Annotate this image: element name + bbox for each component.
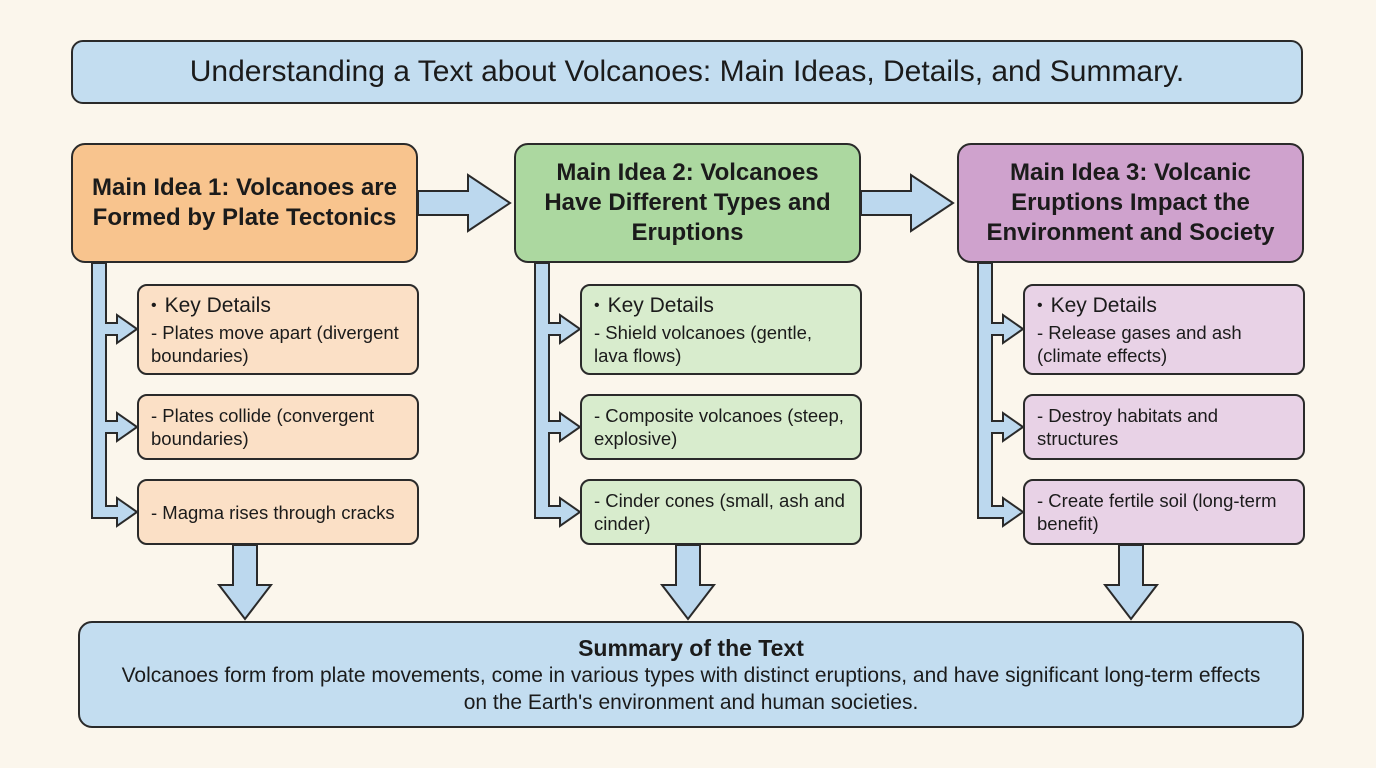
detail-connector-3: [977, 262, 1025, 528]
detail-text: - Create fertile soil (long-term benefit…: [1037, 490, 1277, 534]
main-idea-2-box: Main Idea 2: Volcanoes Have Different Ty…: [514, 143, 861, 263]
detail-box-3-1: •Key Details - Release gases and ash (cl…: [1023, 284, 1305, 375]
detail-box-2-1: •Key Details - Shield volcanoes (gentle,…: [580, 284, 862, 375]
detail-text: - Shield volcanoes (gentle, lava flows): [594, 321, 813, 366]
bullet-icon: •: [1037, 296, 1043, 314]
horizontal-arrow-2: [860, 173, 955, 233]
bullet-icon: •: [151, 296, 157, 314]
bullet-icon: •: [594, 296, 600, 314]
detail-text: - Composite volcanoes (steep, explosive): [594, 405, 844, 449]
summary-box: Summary of the Text Volcanoes form from …: [78, 621, 1304, 728]
summary-text: Volcanoes form from plate movements, com…: [121, 663, 1261, 714]
summary-title: Summary of the Text: [578, 634, 804, 661]
detail-box-1-1: •Key Details - Plates move apart (diverg…: [137, 284, 419, 375]
detail-box-2-3: - Cinder cones (small, ash and cinder): [580, 479, 862, 545]
detail-text: - Cinder cones (small, ash and cinder): [594, 490, 845, 534]
down-arrow-1: [216, 544, 274, 621]
key-details-heading: •Key Details: [594, 293, 714, 317]
diagram-title: Understanding a Text about Volcanoes: Ma…: [71, 40, 1303, 104]
main-idea-3-box: Main Idea 3: Volcanic Eruptions Impact t…: [957, 143, 1304, 263]
down-arrow-2: [659, 544, 717, 621]
detail-box-2-2: - Composite volcanoes (steep, explosive): [580, 394, 862, 460]
main-idea-1-box: Main Idea 1: Volcanoes are Formed by Pla…: [71, 143, 418, 263]
detail-text: - Destroy habitats and structures: [1037, 405, 1218, 449]
detail-box-3-2: - Destroy habitats and structures: [1023, 394, 1305, 460]
horizontal-arrow-1: [417, 173, 512, 233]
key-details-heading: •Key Details: [151, 293, 271, 317]
key-details-heading: •Key Details: [1037, 293, 1157, 317]
detail-connector-1: [91, 262, 139, 528]
detail-box-3-3: - Create fertile soil (long-term benefit…: [1023, 479, 1305, 545]
down-arrow-3: [1102, 544, 1160, 621]
detail-text: - Plates move apart (divergent boundarie…: [151, 321, 399, 366]
detail-text: - Magma rises through cracks: [151, 501, 395, 523]
detail-text: - Plates collide (convergent boundaries): [151, 405, 375, 449]
detail-connector-2: [534, 262, 582, 528]
detail-text: - Release gases and ash (climate effects…: [1037, 321, 1242, 366]
detail-box-1-3: - Magma rises through cracks: [137, 479, 419, 545]
detail-box-1-2: - Plates collide (convergent boundaries): [137, 394, 419, 460]
